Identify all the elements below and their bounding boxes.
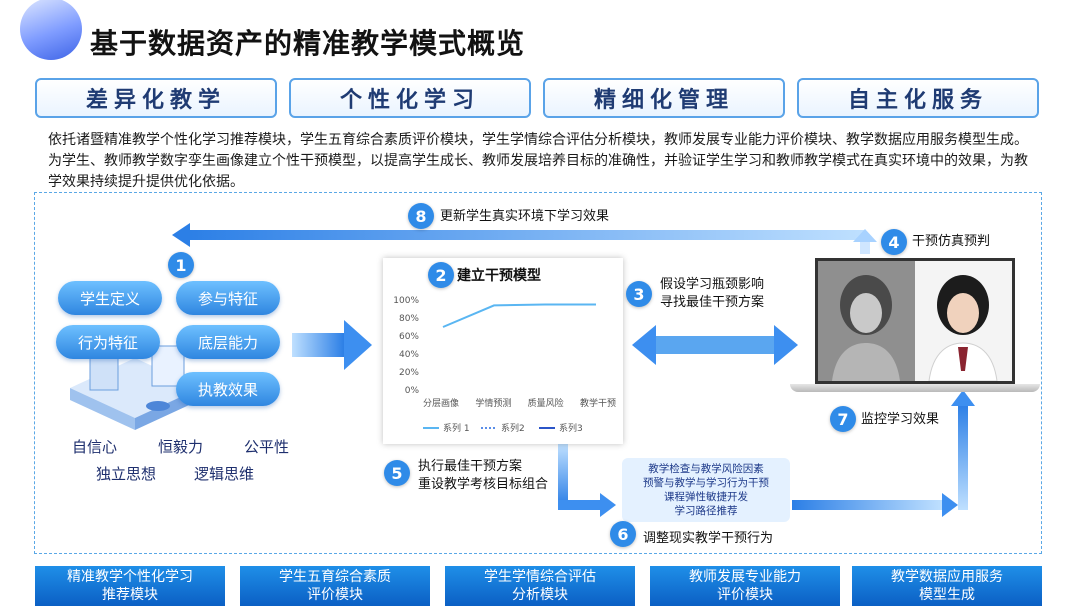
step-6-label: 调整现实教学干预行为 (643, 531, 774, 546)
module-2-line2: 评价模块 (307, 587, 363, 603)
step-4-badge: 4 (881, 229, 907, 255)
intro-paragraph: 依托诸暨精准教学个性化学习推荐模块，学生五育综合素质评价模块，学生学情综合评估分… (48, 132, 1028, 190)
arrow-up-to-simulation (853, 229, 877, 254)
step-3-badge: 3 (626, 281, 652, 307)
step-7-badge: 7 (830, 406, 856, 432)
module-1-line2: 推荐模块 (102, 587, 158, 603)
module-5-line2: 模型生成 (919, 587, 975, 603)
y-tick-label: 0% (405, 386, 420, 396)
step-6-badge: 6 (610, 521, 636, 547)
module-five-education-evaluation: 学生五育综合素质评价模块 (240, 566, 430, 606)
arrow-execute-plan (558, 444, 616, 517)
page-title: 基于数据资产的精准教学模式概览 (90, 27, 526, 60)
digital-twin-screen (815, 258, 1015, 384)
module-personalized-recommendation: 精准教学个性化学习推荐模块 (35, 566, 225, 606)
process-line-4: 学习路径推荐 (674, 505, 738, 517)
arrow-to-model (292, 320, 372, 370)
step-1-badge: 1 (168, 252, 194, 278)
tag-base-ability: 底层能力 (176, 325, 280, 359)
tag-participation-features: 参与特征 (176, 281, 280, 315)
y-tick-label: 100% (393, 296, 419, 306)
pillar-differentiated: 差异化教学 (35, 78, 277, 118)
process-line-1: 教学检查与教学风险因素 (648, 463, 764, 475)
double-arrow-bottleneck (632, 325, 798, 365)
y-tick-label: 20% (399, 368, 419, 378)
step-8-label: 更新学生真实环境下学习效果 (440, 209, 610, 224)
tag-behavior-features: 行为特征 (56, 325, 160, 359)
x-tick-label: 质量风险 (528, 397, 564, 409)
step-5-line1: 执行最佳干预方案 (418, 459, 523, 474)
digital-twin-portraits (818, 261, 1012, 382)
module-5-line1: 教学数据应用服务 (891, 569, 1003, 585)
module-1-line1: 精准教学个性化学习 (67, 569, 193, 585)
legend-label: 系列3 (559, 422, 583, 434)
step-4-label: 干预仿真预判 (912, 234, 991, 249)
pillar-personalized: 个性化学习 (289, 78, 531, 118)
step-5-badge: 5 (384, 460, 410, 486)
trait-logical-thinking: 逻辑思维 (194, 465, 255, 483)
step-5-line2: 重设教学考核目标组合 (418, 477, 549, 492)
arrow-update-loop (172, 223, 866, 247)
logo-circle (20, 0, 82, 60)
legend-label: 系列2 (501, 422, 525, 434)
y-tick-label: 80% (399, 314, 419, 324)
module-3-line1: 学生学情综合评估 (484, 569, 596, 585)
flow-diagram-frame (34, 192, 1042, 554)
trait-confidence: 自信心 (72, 438, 118, 456)
x-tick-label: 分层画像 (423, 397, 459, 409)
trait-independent-thinking: 独立思想 (96, 465, 157, 483)
process-line-2: 预警与教学与学习行为干预 (643, 477, 769, 489)
step-7-label: 监控学习效果 (861, 412, 940, 427)
series-line (442, 303, 596, 328)
module-teacher-development: 教师发展专业能力评价模块 (650, 566, 840, 606)
y-tick-label: 60% (399, 332, 419, 342)
tag-teaching-effect: 执教效果 (176, 372, 280, 406)
module-4-line2: 评价模块 (717, 587, 773, 603)
tag-student-definition: 学生定义 (58, 281, 162, 315)
x-tick-label: 学情预测 (475, 397, 511, 409)
y-tick-label: 40% (399, 350, 419, 360)
module-2-line1: 学生五育综合素质 (279, 569, 391, 585)
step-8-badge: 8 (408, 203, 434, 229)
module-data-service-model: 教学数据应用服务模型生成 (852, 566, 1042, 606)
model-chart-card: 0% 20% 40% 60% 80% 100% 分层画像 学情预测 质量风险 教学干预系列 1 系列… (383, 258, 623, 444)
pillar-autonomous-service: 自主化服务 (797, 78, 1039, 118)
process-line-3: 课程弹性敏捷开发 (664, 491, 748, 503)
step-2-badge: 2 (428, 262, 454, 288)
laptop-base (790, 384, 1040, 392)
x-tick-label: 教学干预 (580, 397, 616, 409)
module-4-line1: 教师发展专业能力 (689, 569, 801, 585)
module-learning-analysis: 学生学情综合评估分析模块 (445, 566, 635, 606)
intervention-process-box: 教学检查与教学风险因素 预警与教学与学习行为干预 课程弹性敏捷开发 学习路径推荐 (622, 458, 790, 522)
legend-label: 系列 1 (443, 422, 470, 434)
trait-perseverance: 恒毅力 (158, 438, 204, 456)
step-2-label: 建立干预模型 (457, 268, 541, 284)
step-3-line1: 假设学习瓶颈影响 (660, 277, 765, 292)
pillar-refined-management: 精细化管理 (543, 78, 785, 118)
step-3-line2: 寻找最佳干预方案 (660, 295, 765, 310)
module-3-line2: 分析模块 (512, 587, 568, 603)
trait-fairness: 公平性 (244, 438, 290, 456)
arrow-monitor (792, 390, 975, 517)
